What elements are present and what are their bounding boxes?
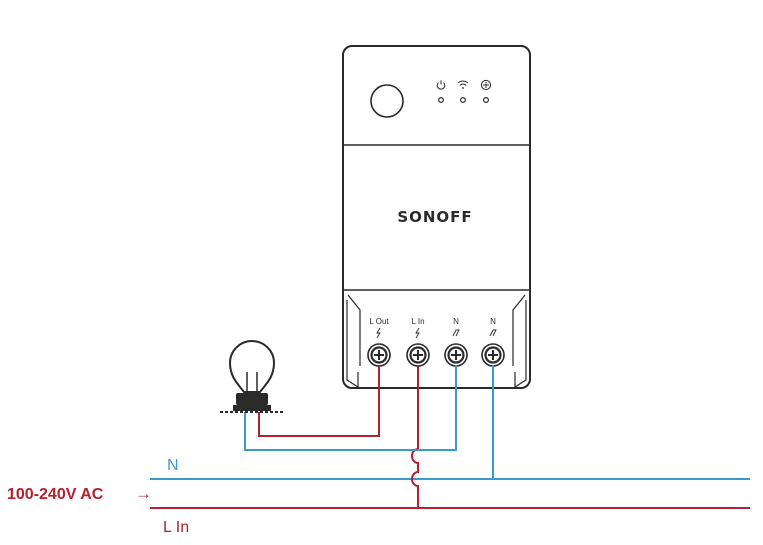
network-icon	[480, 79, 492, 91]
bulb-socket	[236, 393, 268, 405]
neutral-icon	[489, 329, 497, 337]
live-label: L In	[163, 519, 189, 536]
terminal-screw	[481, 343, 505, 367]
neutral-label: N	[167, 457, 179, 474]
live-in-wire	[411, 365, 419, 508]
bulb-base	[233, 405, 271, 411]
terminal-label-l-in: L In	[411, 317, 424, 326]
voltage-label: 100-240V AC	[7, 486, 104, 503]
terminal-cover-left	[347, 294, 361, 366]
network-led	[483, 96, 490, 103]
neutral-icon	[452, 329, 460, 337]
lamp-neutral-wire	[244, 365, 457, 451]
wifi-led	[460, 96, 467, 103]
terminal-cover-right	[512, 294, 526, 366]
input-arrow: →	[135, 484, 152, 503]
brand-logo: SONOFF	[397, 208, 472, 226]
sonoff-device: SONOFF L Out L In N N	[342, 45, 531, 389]
terminal-screw	[367, 343, 391, 367]
device-case	[342, 45, 531, 389]
terminal-screw	[444, 343, 468, 367]
terminal-screw	[406, 343, 430, 367]
wires	[150, 365, 750, 509]
terminal-label-n-2: N	[490, 317, 496, 326]
light-bulb	[220, 340, 284, 413]
terminal-block-outline	[346, 300, 527, 389]
lightning-icon	[376, 327, 381, 339]
lightning-icon	[415, 327, 420, 339]
power-led	[438, 96, 445, 103]
live-out-wire	[258, 365, 380, 437]
device-button[interactable]	[370, 84, 404, 118]
bulb-glass	[228, 340, 276, 393]
terminal-label-l-out: L Out	[369, 317, 389, 326]
power-icon	[436, 80, 446, 90]
wifi-icon	[457, 80, 469, 89]
terminal-label-n-1: N	[453, 317, 459, 326]
